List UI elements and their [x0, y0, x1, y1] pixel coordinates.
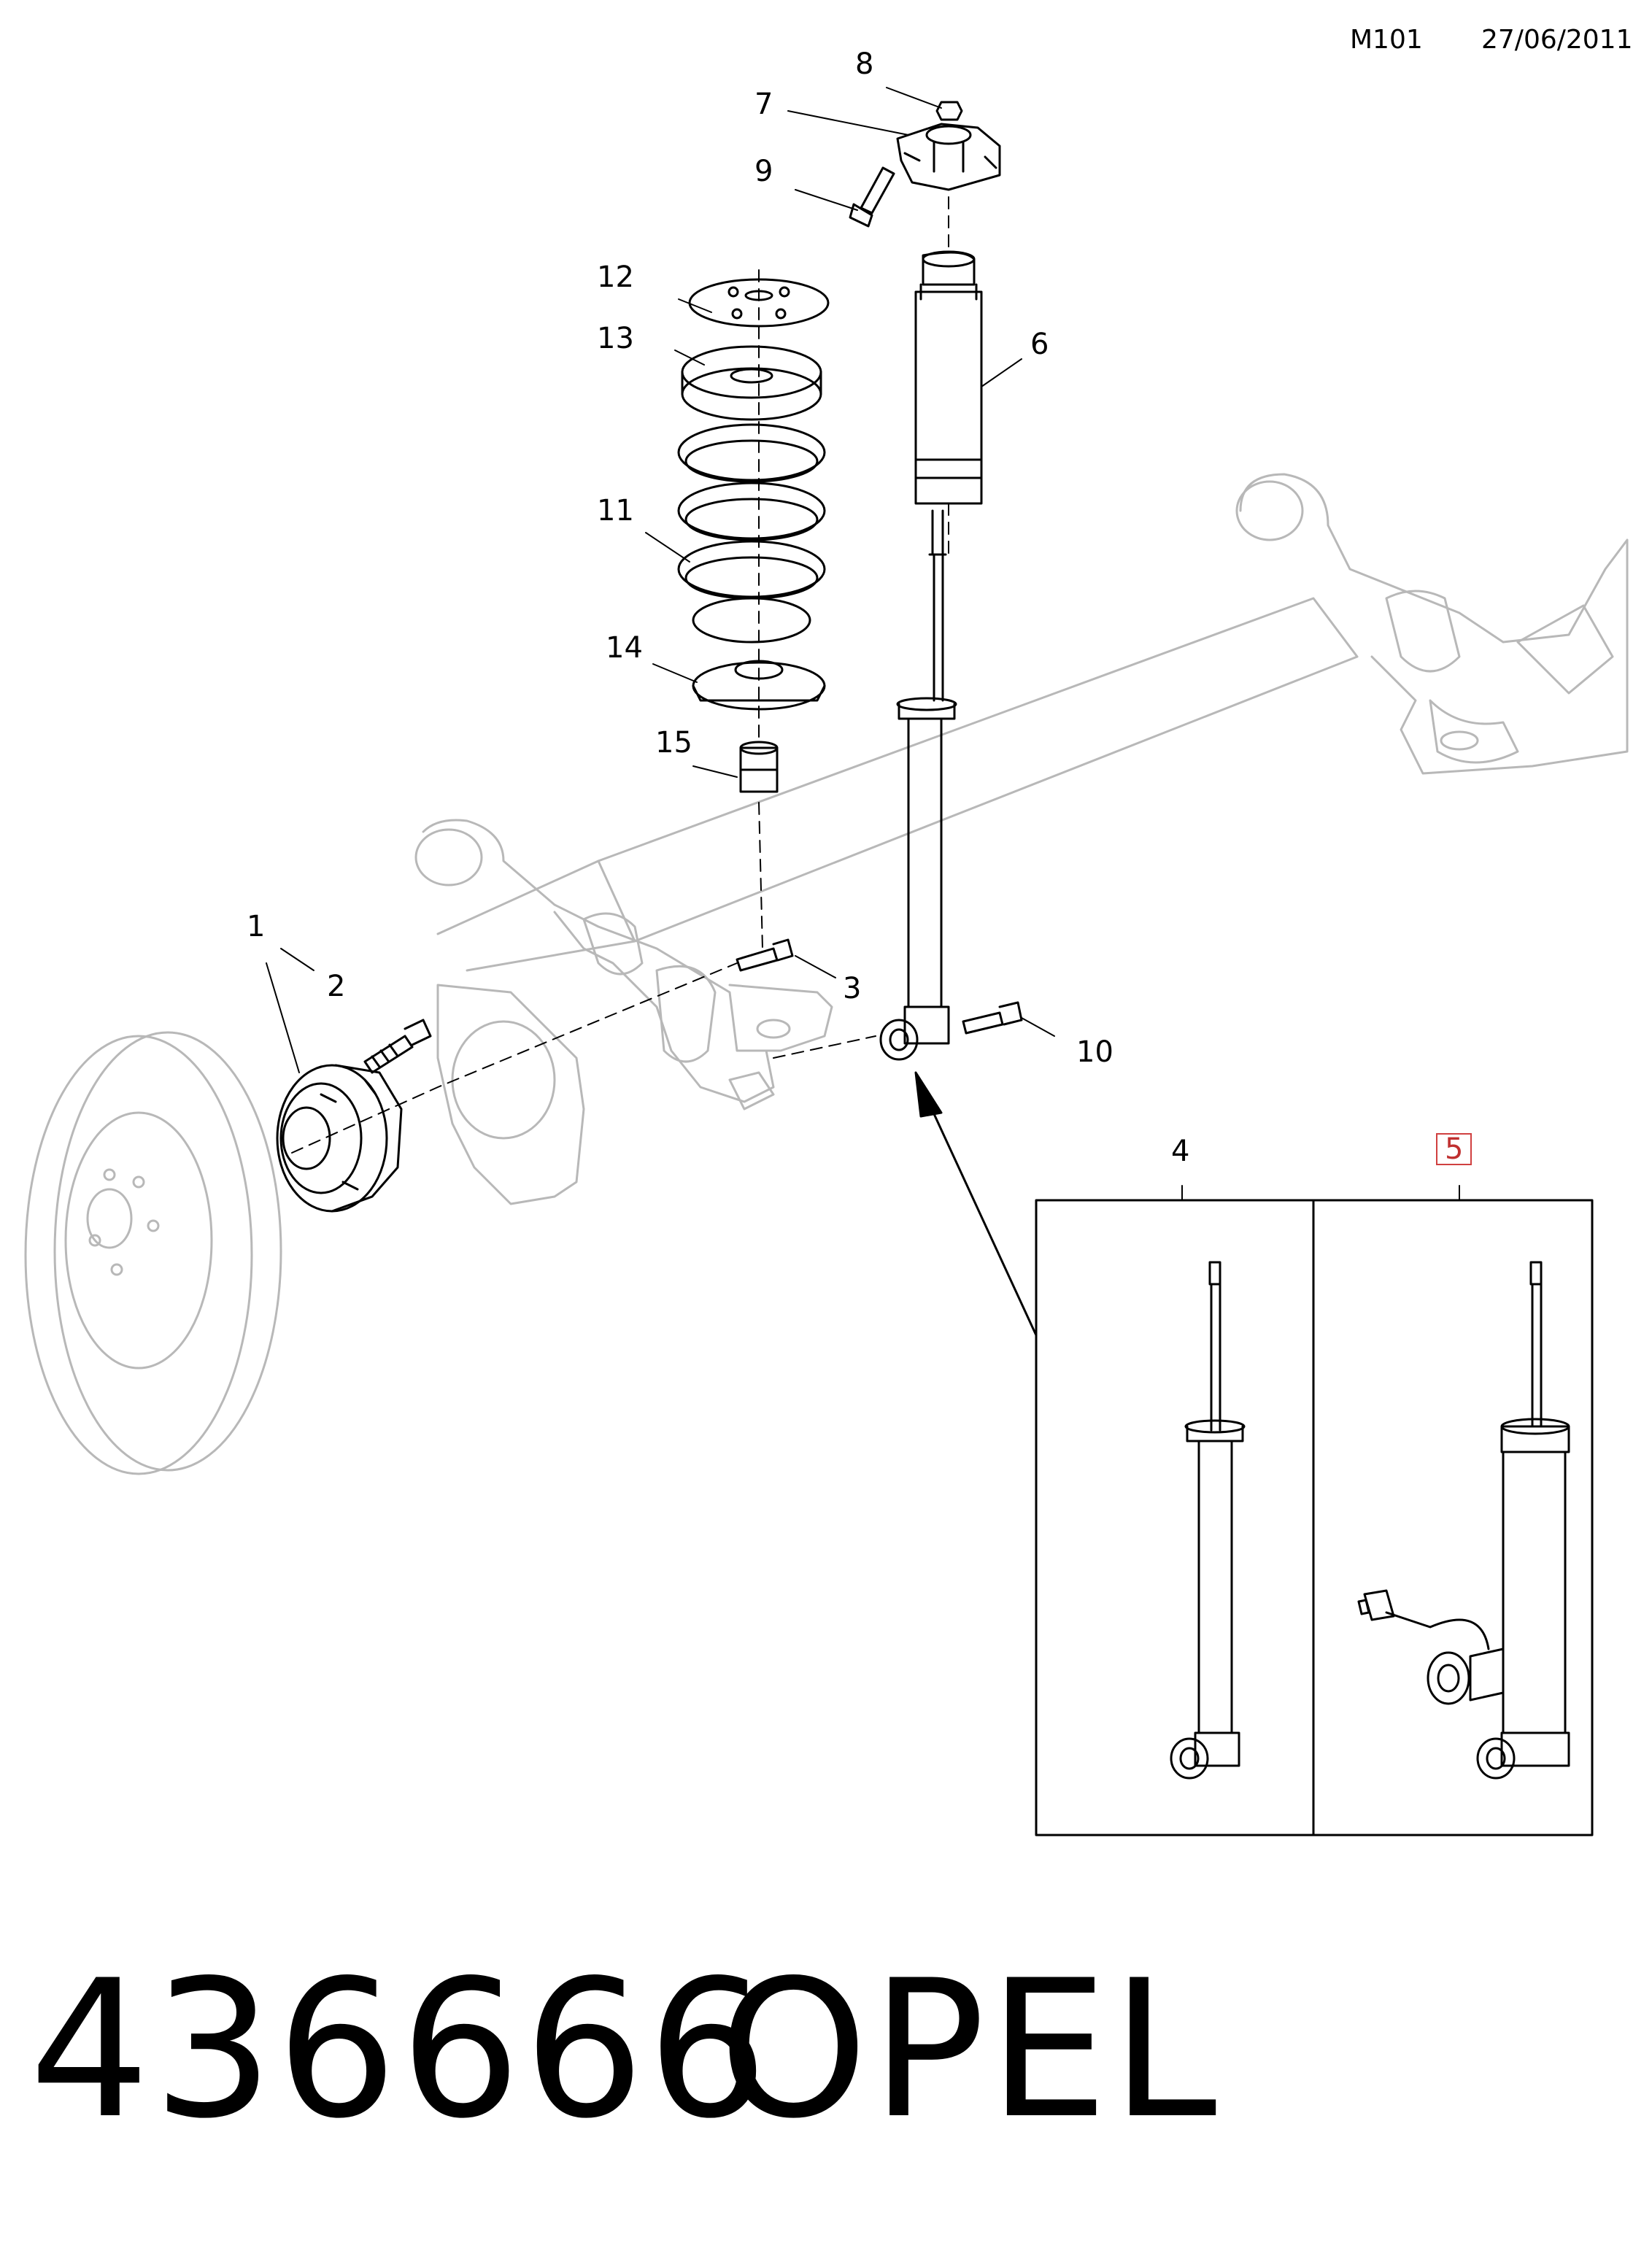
callout-5-highlighted: 5: [1436, 1133, 1472, 1165]
coil-spring: [677, 423, 826, 644]
brake-backing-plate: [436, 984, 585, 1205]
callout-14: 14: [606, 631, 643, 665]
diagram-date: 27/06/2011: [1481, 25, 1633, 55]
variant-arrow: [914, 1071, 1038, 1337]
callout-2: 2: [327, 970, 346, 1003]
callout-7: 7: [754, 88, 773, 121]
callout-6: 6: [1030, 328, 1049, 361]
wheel-hub: [276, 1064, 403, 1213]
shock-absorber: [879, 250, 983, 1061]
rear-axle-beam: [436, 473, 1629, 972]
callout-3: 3: [843, 972, 862, 1005]
bump-stop: [739, 741, 779, 793]
callout-10: 10: [1076, 1035, 1113, 1069]
callout-1: 1: [247, 910, 266, 943]
variant-box: [1035, 1199, 1594, 1836]
diagram-code: M101: [1350, 25, 1423, 55]
shock-variant-5: [1357, 1261, 1570, 1780]
top-nut: [935, 101, 963, 121]
callout-4: 4: [1171, 1135, 1190, 1168]
knuckle-bolt: [736, 938, 794, 972]
callout-9: 9: [754, 155, 773, 188]
callout-13: 13: [597, 322, 634, 355]
callout-12: 12: [597, 260, 634, 294]
callout-8: 8: [855, 47, 874, 81]
upper-spring-seat: [681, 345, 822, 421]
brand-name: OPEL: [719, 1940, 1220, 2160]
trailing-arm-assembly: [414, 819, 833, 1111]
top-mount: [896, 123, 1001, 191]
part-number: 436666: [29, 1940, 771, 2160]
callout-11: 11: [597, 494, 634, 528]
mount-bolt: [849, 166, 895, 228]
wheel-bolt: [363, 1019, 432, 1074]
brake-disc: [24, 1031, 282, 1475]
callout-15: 15: [655, 726, 692, 760]
leader-lines: [266, 87, 1460, 1201]
shock-variant-4: [1170, 1261, 1246, 1780]
shock-lower-bolt: [962, 1001, 1023, 1035]
alignment-lines: [291, 196, 949, 1154]
